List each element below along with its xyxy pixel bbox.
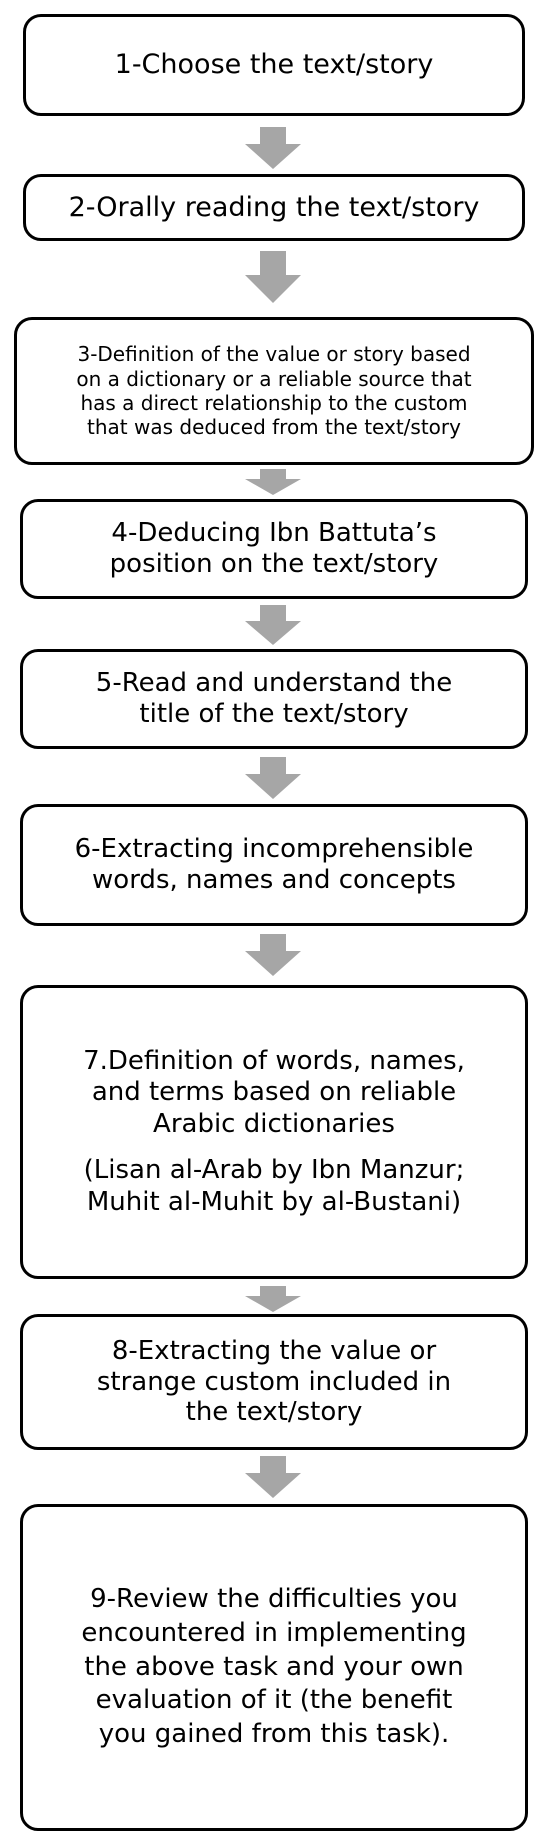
step-4-line-1: 4-Deducing Ibn Battuta’s (111, 518, 437, 549)
down-arrow-icon (245, 1456, 301, 1498)
step-9-line-4: evaluation of it (the benefit (95, 1685, 453, 1716)
step-7-line-3: Arabic dictionaries (153, 1109, 395, 1140)
step-7-line-2: and terms based on reliable (91, 1077, 457, 1108)
step-7-line-1: 7.Definition of words, names, (83, 1045, 465, 1076)
step-9-line-2: encountered in implementing (81, 1617, 467, 1648)
down-arrow-icon (245, 934, 301, 976)
step-2-box: 2-Orally reading the text/story (23, 174, 525, 241)
step-9-line-1: 9-Review the difficulties you (90, 1584, 458, 1614)
step-6-line-1: 6-Extracting incomprehensible (74, 834, 474, 865)
step-8-box: 8-Extracting the value or strange custom… (20, 1314, 528, 1450)
step-5-box: 5-Read and understand the title of the t… (20, 649, 528, 749)
step-2-line-1: 2-Orally reading the text/story (68, 191, 480, 223)
step-8-line-3: the text/story (185, 1397, 363, 1428)
step-6-line-2: words, names and concepts (92, 865, 456, 895)
step-3-line-3: has a direct relationship to the custom (80, 391, 468, 415)
step-3-line-2: on a dictionary or a reliable source tha… (76, 366, 472, 391)
step-1-box: 1-Choose the text/story (23, 14, 525, 116)
step-9-line-5: you gained from this task). (98, 1719, 450, 1750)
down-arrow-icon (245, 251, 301, 303)
step-5-line-2: title of the text/story (139, 699, 409, 729)
step-9-box: 9-Review the difficulties you encountere… (20, 1504, 528, 1831)
step-4-line-2: position on the text/story (109, 549, 439, 579)
step-8-line-2: strange custom included in (96, 1366, 452, 1397)
step-7-line-4: (Lisan al-Arab by Ibn Manzur; (83, 1154, 465, 1185)
down-arrow-icon (245, 469, 301, 495)
step-3-line-1: 3-Definition of the value or story based (77, 342, 471, 367)
down-arrow-icon (245, 1286, 301, 1312)
down-arrow-icon (245, 605, 301, 645)
down-arrow-icon (245, 757, 301, 799)
step-7-line-5: Muhit al-Muhit by al-Bustani) (86, 1186, 462, 1217)
step-7-box: 7.Definition of words, names, and terms … (20, 985, 528, 1279)
step-6-box: 6-Extracting incomprehensible words, nam… (20, 804, 528, 926)
step-1-line-1: 1-Choose the text/story (114, 49, 434, 81)
step-3-line-4: that was deduced from the text/story (87, 415, 461, 440)
down-arrow-icon (245, 127, 301, 169)
step-9-line-3: the above task and your own (84, 1651, 464, 1682)
step-8-line-1: 8-Extracting the value or (111, 1335, 437, 1366)
step-3-box: 3-Definition of the value or story based… (14, 317, 534, 465)
step-4-box: 4-Deducing Ibn Battuta’s position on the… (20, 499, 528, 599)
step-5-line-1: 5-Read and understand the (95, 668, 453, 699)
